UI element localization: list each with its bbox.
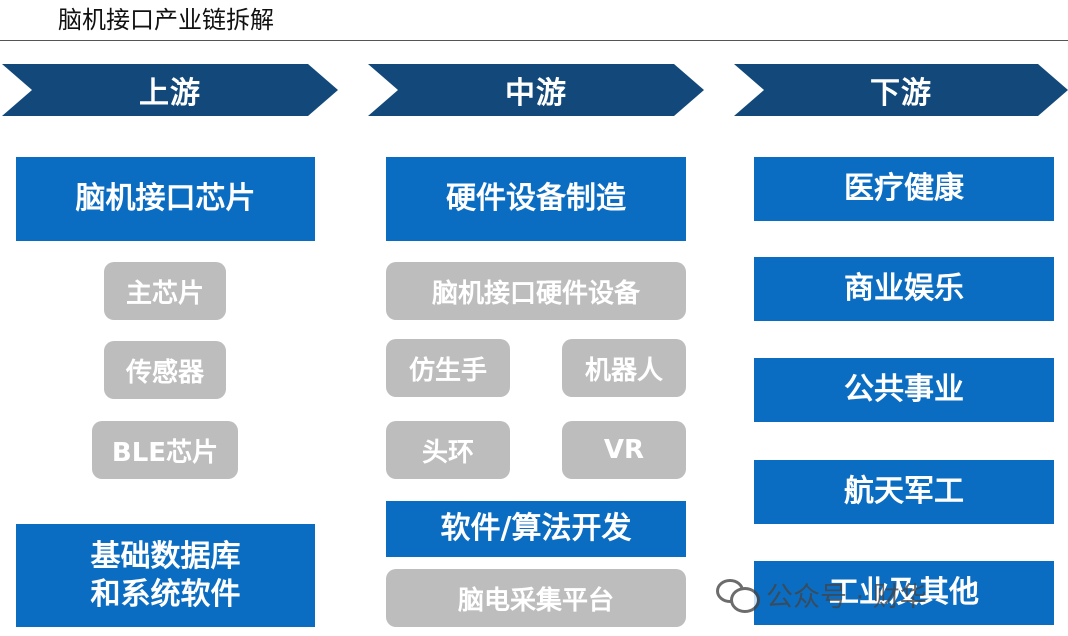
robot-item: 机器人 — [562, 339, 686, 397]
hardware-manufacturing-box: 硬件设备制造 — [386, 157, 686, 241]
chevron-shape — [734, 64, 1068, 116]
vr-item: VR — [562, 421, 686, 479]
healthcare-box: 医疗健康 — [754, 157, 1054, 221]
downstream-header-label: 下游 — [870, 76, 932, 111]
commercial-entertainment-box: 商业娱乐 — [754, 257, 1054, 321]
ble-chip-item: BLE芯片 — [92, 421, 238, 479]
upstream-header-label: 上游 — [139, 76, 201, 111]
public-utilities-box: 公共事业 — [754, 358, 1054, 422]
midstream-header-label: 中游 — [505, 76, 567, 111]
chevron-shape — [368, 64, 704, 116]
upstream-chip-box: 脑机接口芯片 — [16, 157, 315, 241]
chevron-shape — [2, 64, 338, 116]
upstream-header: 上游 — [2, 64, 338, 116]
bci-hardware-item: 脑机接口硬件设备 — [386, 262, 686, 320]
bionic-hand-item: 仿生手 — [386, 339, 510, 397]
eeg-platform-item: 脑电采集平台 — [386, 569, 686, 627]
database-software-line1: 基础数据库 — [90, 538, 241, 574]
watermark: 公众号 · 财华 — [716, 572, 927, 616]
industry-other-box: 工业及其他 — [754, 561, 1054, 625]
sensor-item: 传感器 — [104, 341, 226, 399]
software-algorithm-box: 软件/算法开发 — [386, 501, 686, 557]
database-software-box: 基础数据库 和系统软件 — [16, 524, 315, 627]
page-title: 脑机接口产业链拆解 — [58, 6, 274, 34]
aerospace-military-box: 航天军工 — [754, 460, 1054, 524]
main-chip-item: 主芯片 — [104, 262, 226, 320]
database-software-line2: 和系统软件 — [90, 576, 241, 612]
wechat-icon — [716, 577, 760, 613]
title-divider — [0, 40, 1068, 41]
headband-item: 头环 — [386, 421, 510, 479]
midstream-header: 中游 — [368, 64, 704, 116]
watermark-text: 公众号 · 财华 — [766, 581, 927, 613]
downstream-header: 下游 — [734, 64, 1068, 116]
